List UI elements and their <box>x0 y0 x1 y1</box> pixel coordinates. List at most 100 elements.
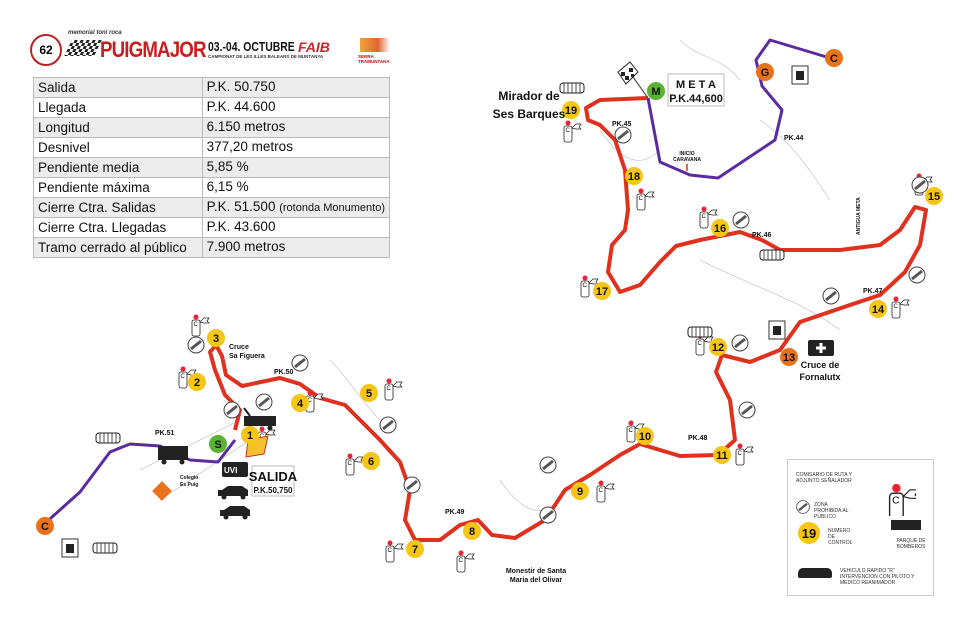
ambulance-icon <box>808 340 834 356</box>
mirador-label-2: Ses Barques <box>493 107 566 121</box>
prohibited-zone-icon <box>821 286 841 306</box>
inicio-caravana-label: INICIO <box>679 151 694 157</box>
prohibited-zone-icon <box>222 400 242 420</box>
monestir-label: Monestir de Santa <box>506 568 566 575</box>
barrier-icon <box>559 82 585 94</box>
antigua-meta-label: ANTIGUA META <box>856 197 862 235</box>
prohibited-zone-icon <box>290 353 310 373</box>
svg-text:C: C <box>830 53 838 65</box>
control-point-16: 16 <box>711 219 729 237</box>
svg-text:16: 16 <box>714 223 726 235</box>
pk-label: PK.46 <box>752 232 772 239</box>
barrier-icon <box>759 249 785 261</box>
prohibited-zone-icon <box>186 335 206 355</box>
control-point-10: 10 <box>636 427 654 445</box>
start-marker: S <box>209 435 227 453</box>
safety-car-icon <box>220 506 250 520</box>
control-point-5: 5 <box>360 384 378 402</box>
svg-text:8: 8 <box>469 526 475 538</box>
monestir-label-2: Maria del Olivar <box>510 577 562 584</box>
marshal-icon <box>636 188 655 211</box>
svg-text:15: 15 <box>928 191 940 203</box>
svg-text:7: 7 <box>412 544 418 556</box>
legend-marshal-icon <box>888 483 916 516</box>
event-dates: 03.-04. OCTUBRE <box>208 39 295 54</box>
svg-text:9: 9 <box>577 486 583 498</box>
svg-text:19: 19 <box>565 105 577 117</box>
svg-text:14: 14 <box>872 304 885 316</box>
svg-text:11: 11 <box>716 450 728 462</box>
gathering-marker: G <box>756 63 774 81</box>
svg-text:3: 3 <box>213 333 219 345</box>
prohibited-zone-icon <box>910 175 930 195</box>
edition-badge: 62 <box>30 34 62 66</box>
legend: COMISARIO DE RUTA Y ADJUNTO SEÑALADOR ZO… <box>787 459 934 596</box>
control-point-9: 9 <box>571 482 589 500</box>
memorial-text: memorial toni roca <box>68 30 122 36</box>
colegio-label-2: Es Puig <box>180 482 198 488</box>
control-point-17: 17 <box>593 282 611 300</box>
info-label: Cierre Ctra. Salidas <box>33 197 203 218</box>
legend-prohibited-icon <box>796 500 810 514</box>
control-point-14: 14 <box>869 300 887 318</box>
prohibited-zone-icon <box>402 475 422 495</box>
cruce-figuera-label-2: Sa Figuera <box>229 353 265 360</box>
legend-prohibited-text: ZONA PROHIBIDA AL PUBLICO <box>814 502 849 520</box>
control-point-8: 8 <box>463 522 481 540</box>
marshal-icon <box>456 550 475 573</box>
neutral-route-finish <box>646 38 831 180</box>
info-value: P.K. 51.500 (rotonda Monumento) <box>201 197 391 218</box>
meta-label: M E T A <box>676 79 716 91</box>
marshal-icon <box>596 480 615 503</box>
pk-label: PK.48 <box>688 435 708 442</box>
info-value-text: 6,15 % <box>206 179 249 194</box>
control-point-4: 4 <box>291 394 309 412</box>
info-label: Longitud <box>33 117 203 138</box>
marshal-icon <box>735 443 754 466</box>
legend-control-text: NUMERO DE CONTROL <box>828 528 853 546</box>
meta-pk-label: P.K.44,600 <box>669 93 723 105</box>
finish-marker: M <box>647 82 665 100</box>
prohibited-zone-icon <box>378 415 398 435</box>
info-value-text: P.K. 44.600 <box>206 99 276 114</box>
legend-fire-truck-icon <box>891 520 921 530</box>
info-label: Pendiente media <box>33 157 203 178</box>
control-point-1: 1 <box>241 426 259 444</box>
control-point-2: 2 <box>188 373 206 391</box>
info-note: (rotonda Monumento) <box>279 202 385 214</box>
ambulance-icon: UVI <box>222 462 248 477</box>
svg-text:G: G <box>761 67 770 79</box>
svg-text:2: 2 <box>194 377 200 389</box>
header: 62 memorial toni roca PUIGMAJOR 03.-04. … <box>30 30 400 70</box>
legend-vehicle-icon <box>798 568 832 578</box>
parking-sign-icon <box>768 320 786 340</box>
checkered-flag-icon <box>617 61 649 99</box>
pk-label: PK.44 <box>784 135 804 142</box>
info-value-text: 377,20 metros <box>206 139 293 154</box>
info-label: Tramo cerrado al público <box>33 237 203 258</box>
terrain-lines <box>139 39 841 511</box>
cruce-figuera-label: Cruce <box>229 344 249 351</box>
salida-label: SALIDA <box>249 469 298 484</box>
prohibited-zone-icon <box>538 455 558 475</box>
marshal-icon <box>891 296 910 319</box>
prohibited-zone-icon <box>730 333 750 353</box>
legend-marshal-text: COMISARIO DE RUTA Y ADJUNTO SEÑALADOR <box>796 472 852 484</box>
fire-truck-icon <box>158 446 188 465</box>
barrier-icon <box>92 542 118 554</box>
parking-sign-icon <box>791 65 809 85</box>
prohibited-zone-icon <box>907 265 927 285</box>
svg-text:UVI: UVI <box>224 466 237 475</box>
barrier-icon <box>95 432 121 444</box>
control-point-7: 7 <box>406 540 424 558</box>
info-value-text: 7.900 metros <box>206 239 286 254</box>
prohibited-zone-icon <box>538 505 558 525</box>
prohibited-zone-icon <box>254 392 274 412</box>
pk-label: PK.47 <box>863 288 883 295</box>
